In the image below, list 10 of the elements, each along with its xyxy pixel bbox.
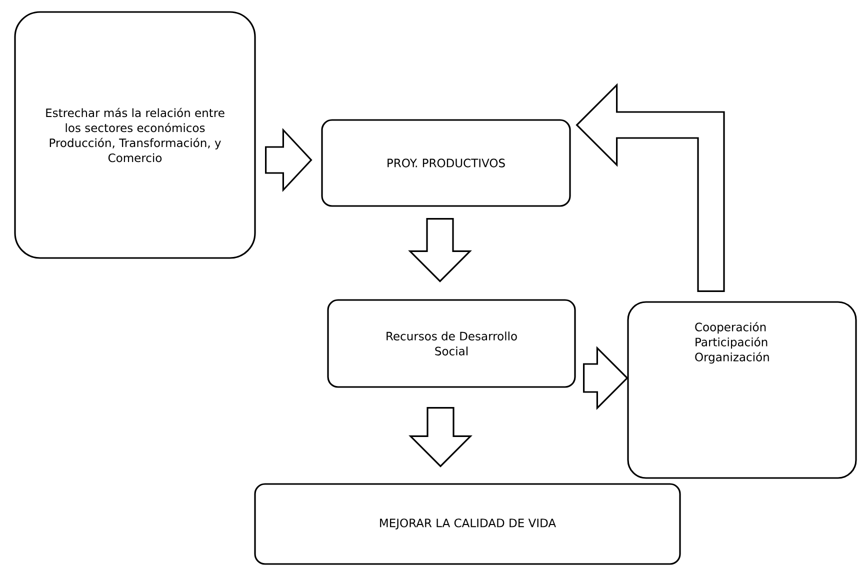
process-box: Estrechar más la relación entre los sectores económicos Producción, Transformación, y Comercio — [14, 11, 256, 259]
block-arrow — [576, 83, 725, 292]
process-box: Cooperación Participación Organización — [627, 301, 857, 479]
block-arrow — [583, 346, 628, 410]
process-box: Recursos de Desarrollo Social — [327, 299, 576, 388]
block-arrow — [408, 407, 472, 468]
block-arrow — [265, 128, 312, 192]
process-box: MEJORAR LA CALIDAD DE VIDA — [254, 483, 681, 565]
process-box: PROY. PRODUCTIVOS — [321, 119, 571, 207]
block-arrow — [408, 218, 472, 282]
